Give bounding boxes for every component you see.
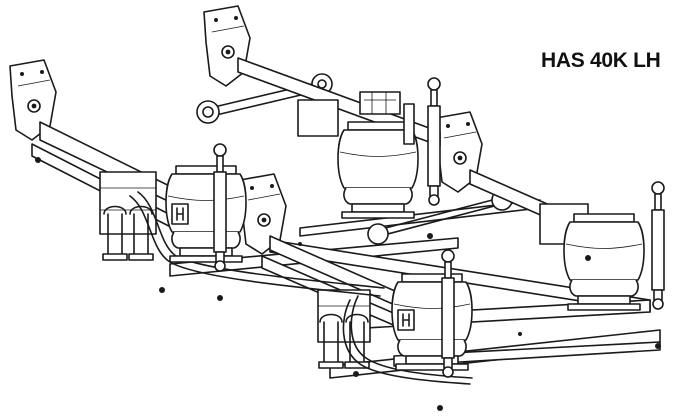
fastener (35, 157, 661, 411)
axle (129, 191, 473, 385)
height-control-valve (359, 91, 415, 145)
model-label: HAS 40K LH (541, 49, 661, 72)
